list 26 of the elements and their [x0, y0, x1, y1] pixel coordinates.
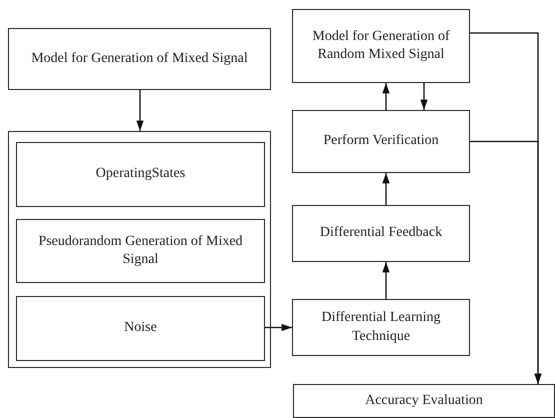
- process-box: [293, 384, 555, 418]
- arrow: [136, 90, 144, 131]
- box-label: OperatingStates: [94, 165, 186, 184]
- box-label: Model for Generation of Random Mixed Signal: [311, 28, 451, 64]
- arrow: [382, 173, 390, 205]
- arrow: [382, 83, 390, 110]
- box-label: Pseudorandom Generation of Mixed Signal: [37, 232, 244, 269]
- process-box: [16, 142, 265, 207]
- process-box: [16, 296, 265, 361]
- arrow: [264, 324, 292, 332]
- process-box: [292, 205, 470, 262]
- arrow: [470, 140, 542, 384]
- arrow: [382, 262, 390, 299]
- box-label: Differential Feedback: [318, 224, 444, 242]
- process-box: [16, 219, 265, 283]
- process-box: [292, 299, 470, 356]
- box-label: Accuracy Evaluation: [364, 392, 484, 410]
- process-box: [8, 28, 271, 90]
- box-label: Model for Generation of Mixed Signal: [30, 50, 249, 68]
- arrow: [420, 83, 428, 110]
- box-label: Differential Learning Technique: [320, 309, 442, 346]
- group-box: [8, 131, 271, 368]
- process-box: [292, 110, 470, 173]
- process-box: [292, 9, 470, 83]
- box-label: Noise: [123, 319, 158, 338]
- box-label: Perform Verification: [322, 132, 440, 150]
